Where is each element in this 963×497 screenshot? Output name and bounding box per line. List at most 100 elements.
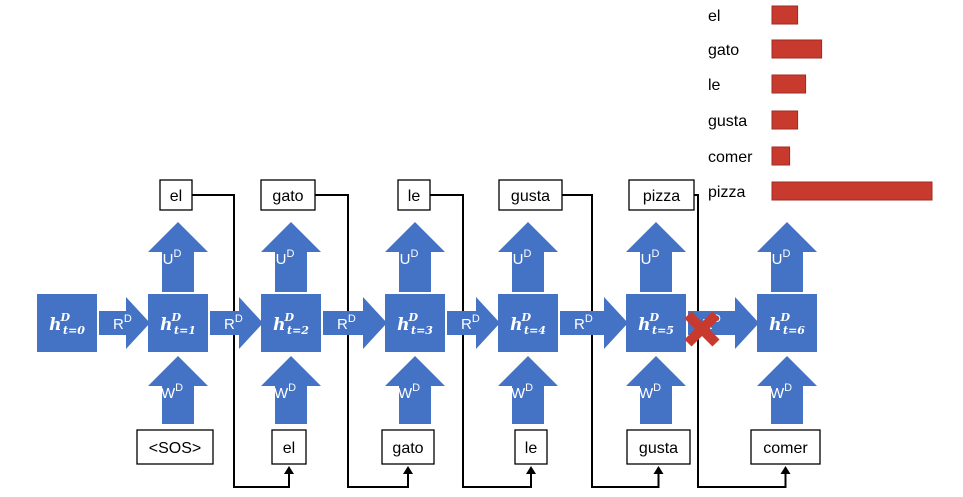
arrow-shape xyxy=(148,356,208,424)
arrow-label: WD xyxy=(770,382,792,402)
h-subscript: t=6 xyxy=(783,324,805,337)
word-text: el xyxy=(283,440,295,457)
word-text: le xyxy=(525,440,538,457)
word-box xyxy=(159,179,193,211)
superscript: D xyxy=(782,248,790,260)
arrow-label: WD xyxy=(274,382,296,402)
arrow-label: UD xyxy=(163,248,182,268)
output-arrow-2: UD xyxy=(261,222,321,292)
connector-arrowhead xyxy=(526,466,536,474)
superscript: D xyxy=(175,382,183,394)
h-letter: h xyxy=(638,315,650,335)
superscript: D xyxy=(286,248,294,260)
input-arrow-5: WD xyxy=(626,356,686,424)
input-word-3: gato xyxy=(381,429,435,465)
arrow-shape xyxy=(261,222,321,292)
word-text: le xyxy=(408,188,421,205)
superscript: D xyxy=(653,382,661,394)
h-subscript: t=0 xyxy=(63,324,85,337)
word-text: comer xyxy=(763,440,808,457)
hidden-state-box xyxy=(385,294,445,352)
distribution-row-gusta: gusta xyxy=(708,110,799,130)
feedback-connector-2 xyxy=(315,194,409,488)
arrow-shape xyxy=(261,356,321,424)
distribution-row-le: le xyxy=(708,74,807,94)
h-letter: h xyxy=(397,315,409,335)
word-text: el xyxy=(170,188,182,205)
arrow-shape xyxy=(626,222,686,292)
arrow-label-letter: R xyxy=(224,316,235,333)
arrow-shape xyxy=(498,222,558,292)
h-superscript: D xyxy=(520,311,531,324)
arrow-label-letter: W xyxy=(398,385,413,402)
word-text: gusta xyxy=(639,440,678,457)
arrow-shape xyxy=(757,356,817,424)
hidden-state-box xyxy=(261,294,321,352)
arrow-shape xyxy=(323,297,387,349)
arrow-label-letter: R xyxy=(574,316,585,333)
distribution-row-el: el xyxy=(708,5,799,25)
hidden-state-box xyxy=(148,294,208,352)
arrow-label-letter: U xyxy=(163,251,174,268)
arrow-shape xyxy=(385,222,445,292)
arrow-label: RD xyxy=(337,313,356,333)
distribution-bar xyxy=(771,110,799,130)
arrow-label-letter: R xyxy=(113,316,124,333)
connector-arrowhead xyxy=(653,466,664,474)
h-letter: h xyxy=(273,315,285,335)
distribution-bar xyxy=(771,146,791,166)
h-superscript: D xyxy=(170,311,181,324)
superscript: D xyxy=(173,248,181,260)
recurrent-arrow-3: RD xyxy=(323,297,387,349)
word-text: gato xyxy=(392,440,423,457)
superscript: D xyxy=(472,313,480,325)
arrow-label: UD xyxy=(513,248,532,268)
h-letter: h xyxy=(160,315,172,335)
arrow-label: UD xyxy=(400,248,419,268)
output-word-3: le xyxy=(397,179,431,211)
arrow-label-letter: W xyxy=(639,385,654,402)
superscript: D xyxy=(585,313,593,325)
arrow-shape xyxy=(498,356,558,424)
connector-arrowhead xyxy=(780,466,791,474)
input-word-6: comer xyxy=(750,429,821,465)
arrow-label: RD xyxy=(113,313,132,333)
input-word-5: gusta xyxy=(626,429,691,465)
word-text: gusta xyxy=(511,188,550,205)
arrow-label-letter: U xyxy=(276,251,287,268)
arrow-shape xyxy=(447,297,500,349)
output-arrow-5: UD xyxy=(626,222,686,292)
input-arrow-2: WD xyxy=(261,356,321,424)
output-word-1: el xyxy=(159,179,193,211)
arrow-label: WD xyxy=(161,382,183,402)
hidden-state-box xyxy=(626,294,686,352)
arrow-shape xyxy=(148,222,208,292)
distribution-bar xyxy=(771,74,807,94)
arrow-label-letter: W xyxy=(770,385,785,402)
hidden-state-box xyxy=(37,294,97,352)
word-box xyxy=(498,179,563,211)
superscript: D xyxy=(412,382,420,394)
superscript: D xyxy=(525,382,533,394)
arrow-label-letter: U xyxy=(641,251,652,268)
h-letter: h xyxy=(49,315,61,335)
h-subscript: t=2 xyxy=(287,324,309,337)
word-box xyxy=(626,429,691,465)
recurrent-arrow-5: RD xyxy=(560,297,628,349)
output-arrow-4: UD xyxy=(498,222,558,292)
h-subscript: t=3 xyxy=(411,324,433,337)
input-word-1: <SOS> xyxy=(136,429,214,465)
feedback-connector-5 xyxy=(694,194,787,488)
distribution-label: gato xyxy=(708,42,739,59)
distribution-row-comer: comer xyxy=(708,146,791,166)
word-box xyxy=(628,179,695,211)
recurrent-arrow-4: RD xyxy=(447,297,500,349)
